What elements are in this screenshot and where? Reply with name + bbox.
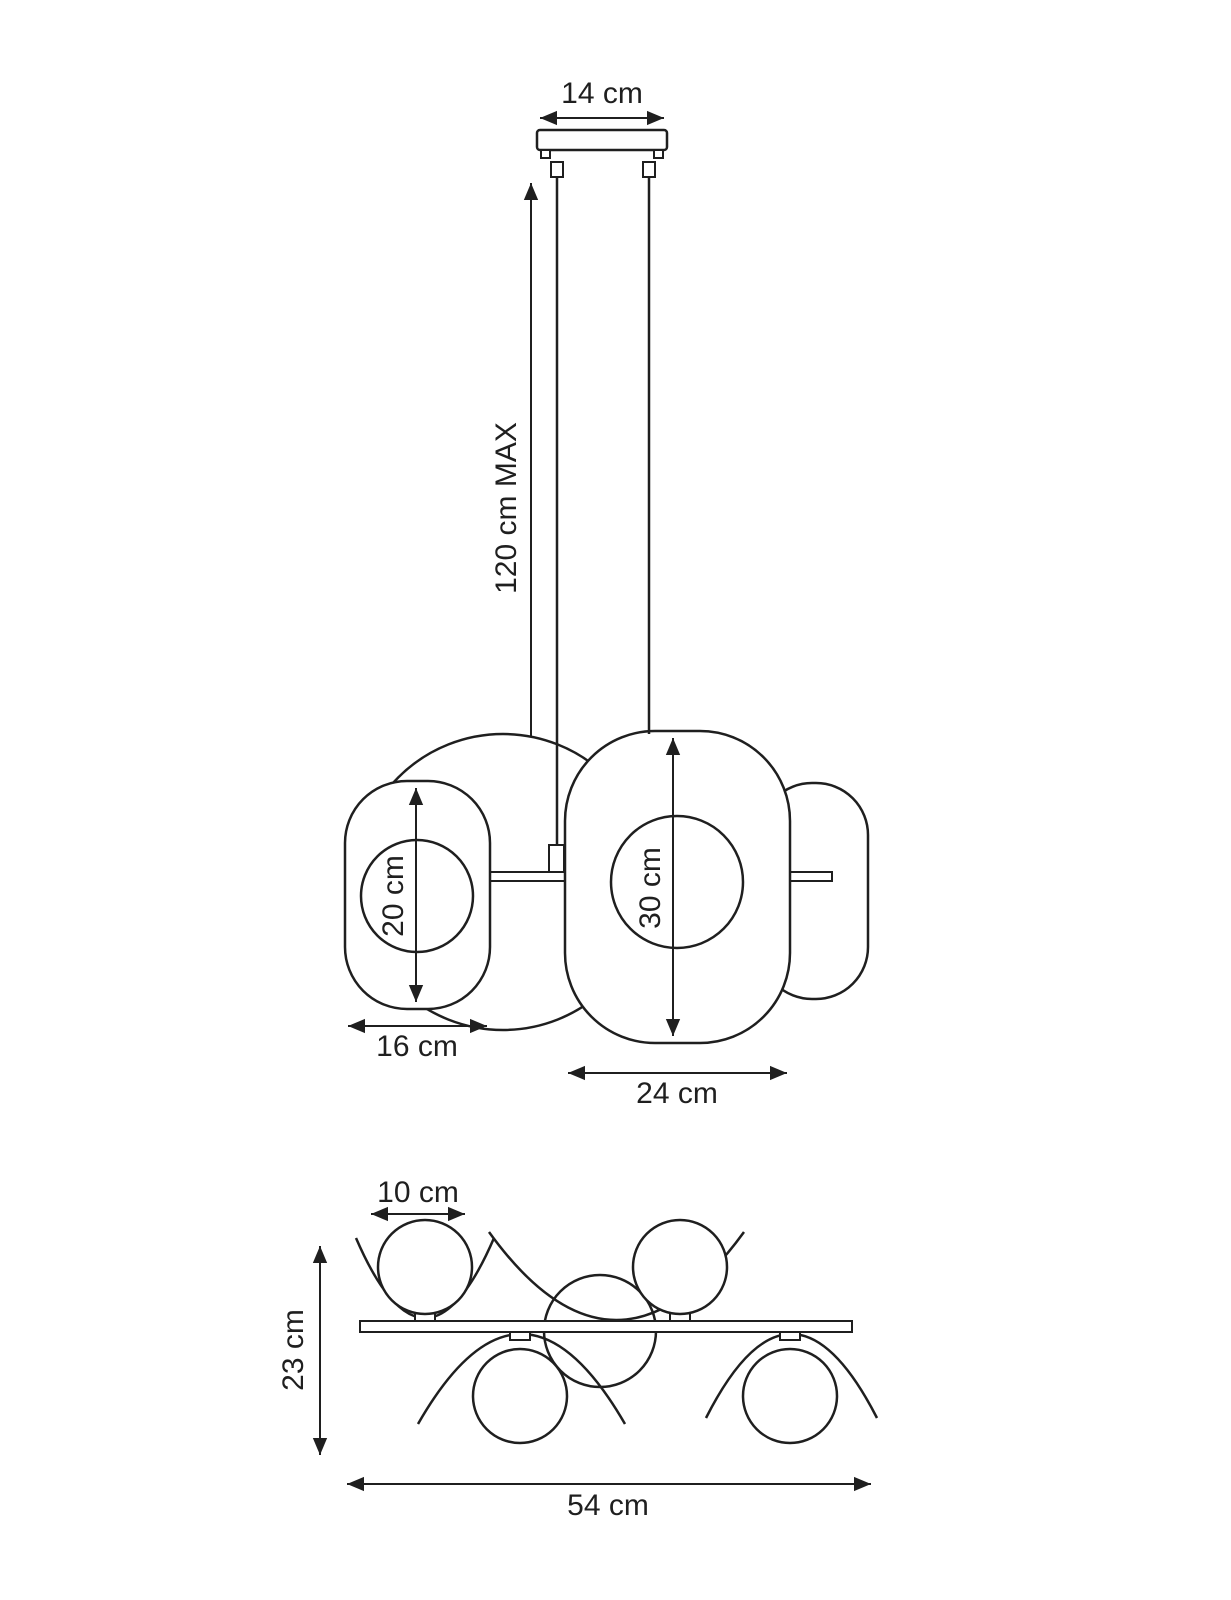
cable-grip-right	[642, 161, 656, 178]
dim-large-shade-height-label: 30 cm	[634, 847, 667, 929]
cable-connector	[548, 844, 565, 873]
dim-small-shade-width-label: 16 cm	[376, 1030, 458, 1063]
canopy-end-cap-right	[653, 149, 664, 159]
dim-large-shade-width-label: 24 cm	[636, 1077, 718, 1110]
topview-globe-1	[376, 1218, 474, 1316]
cable-grip-left	[550, 161, 564, 178]
bulb-large	[609, 814, 745, 950]
dim-depth-label: 23 cm	[277, 1309, 310, 1391]
topview-mount-tab	[509, 1331, 531, 1341]
canopy-end-cap-left	[540, 149, 551, 159]
topview-globe-4	[741, 1347, 839, 1445]
topview-mount-tab	[779, 1331, 801, 1341]
ceiling-canopy	[535, 128, 669, 152]
topview-globe-3	[471, 1347, 569, 1445]
front-view: 14 cm 120 cm MAX 20 cm	[343, 77, 870, 1110]
dim-small-shade-height-label: 20 cm	[377, 855, 410, 937]
dim-globe-width-label: 10 cm	[377, 1176, 459, 1209]
topview-bar	[359, 1320, 853, 1333]
dim-canopy-width-label: 14 cm	[561, 77, 643, 110]
dim-drop-height-label: 120 cm MAX	[490, 422, 523, 594]
top-view: 10 cm 23 cm 54 cm	[277, 1176, 879, 1522]
topview-globe-2	[631, 1218, 729, 1316]
dim-total-width-label: 54 cm	[567, 1489, 649, 1522]
